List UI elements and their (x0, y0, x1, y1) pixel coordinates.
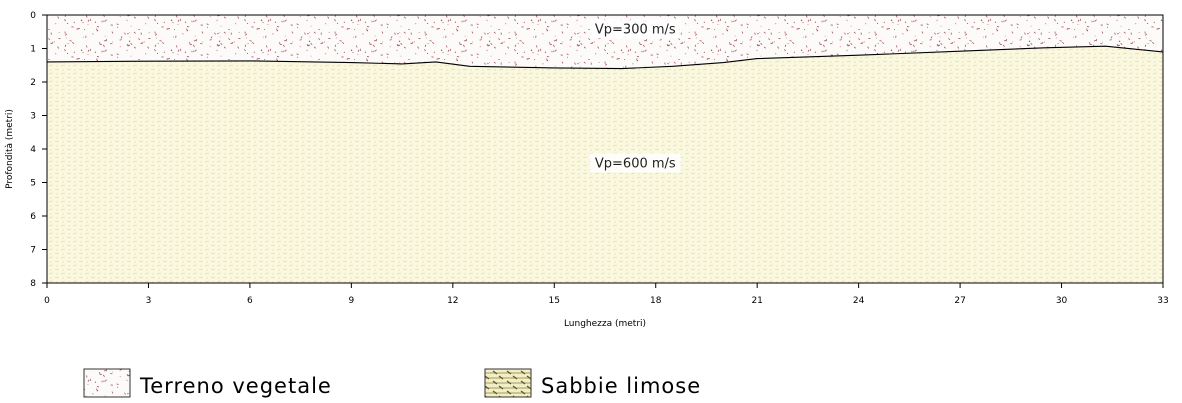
layer-interface-line (47, 45, 1163, 70)
y-axis: 0 1 2 3 4 5 6 7 8 (30, 11, 47, 289)
legend-label-sabbie-limose: Sabbie limose (541, 374, 701, 398)
velocity-label-background (589, 153, 681, 173)
y-tick-label: 1 (30, 45, 36, 55)
y-tick-label: 8 (30, 279, 36, 289)
legend: Terreno vegetale Sabbie limose (83, 368, 701, 398)
y-tick-label: 0 (30, 11, 36, 21)
x-tick-label: 33 (1157, 296, 1168, 306)
x-tick-label: 0 (44, 296, 50, 306)
x-tick-label: 18 (650, 296, 662, 306)
sand-hatch-swatch-icon (484, 368, 532, 398)
y-axis-title: Profondità (metri) (5, 109, 15, 189)
layer-terreno-vegetale (47, 15, 1163, 69)
velocity-labels: Vp=300 m/s Vp=600 m/s (589, 19, 681, 173)
x-tick-label: 21 (751, 296, 762, 306)
velocity-label-bottom: Vp=600 m/s (595, 156, 676, 171)
x-tick-label: 15 (549, 296, 560, 306)
y-tick-label: 4 (30, 145, 36, 155)
x-tick-label: 12 (447, 296, 458, 306)
y-tick-label: 3 (30, 112, 36, 122)
x-tick-label: 24 (853, 296, 865, 306)
velocity-label-top: Vp=300 m/s (595, 22, 676, 37)
x-tick-label: 6 (247, 296, 253, 306)
legend-label-terreno-vegetale: Terreno vegetale (139, 374, 332, 398)
velocity-label-background (589, 19, 681, 39)
legend-item-sabbie-limose: Sabbie limose (484, 368, 701, 398)
x-tick-label: 30 (1056, 296, 1068, 306)
x-tick-label: 9 (348, 296, 354, 306)
y-tick-label: 6 (30, 212, 36, 222)
speckle-swatch-icon (83, 368, 131, 398)
y-tick-label: 7 (30, 246, 36, 256)
x-axis-title: Lunghezza (metri) (564, 319, 646, 329)
x-axis: 0 3 6 9 12 15 18 21 24 27 30 33 (44, 283, 1169, 306)
x-tick-label: 27 (954, 296, 965, 306)
x-tick-label: 3 (146, 296, 152, 306)
legend-item-terreno-vegetale: Terreno vegetale (83, 368, 332, 398)
y-tick-label: 2 (30, 78, 36, 88)
y-tick-label: 5 (30, 179, 36, 189)
plot-area (47, 15, 1163, 283)
